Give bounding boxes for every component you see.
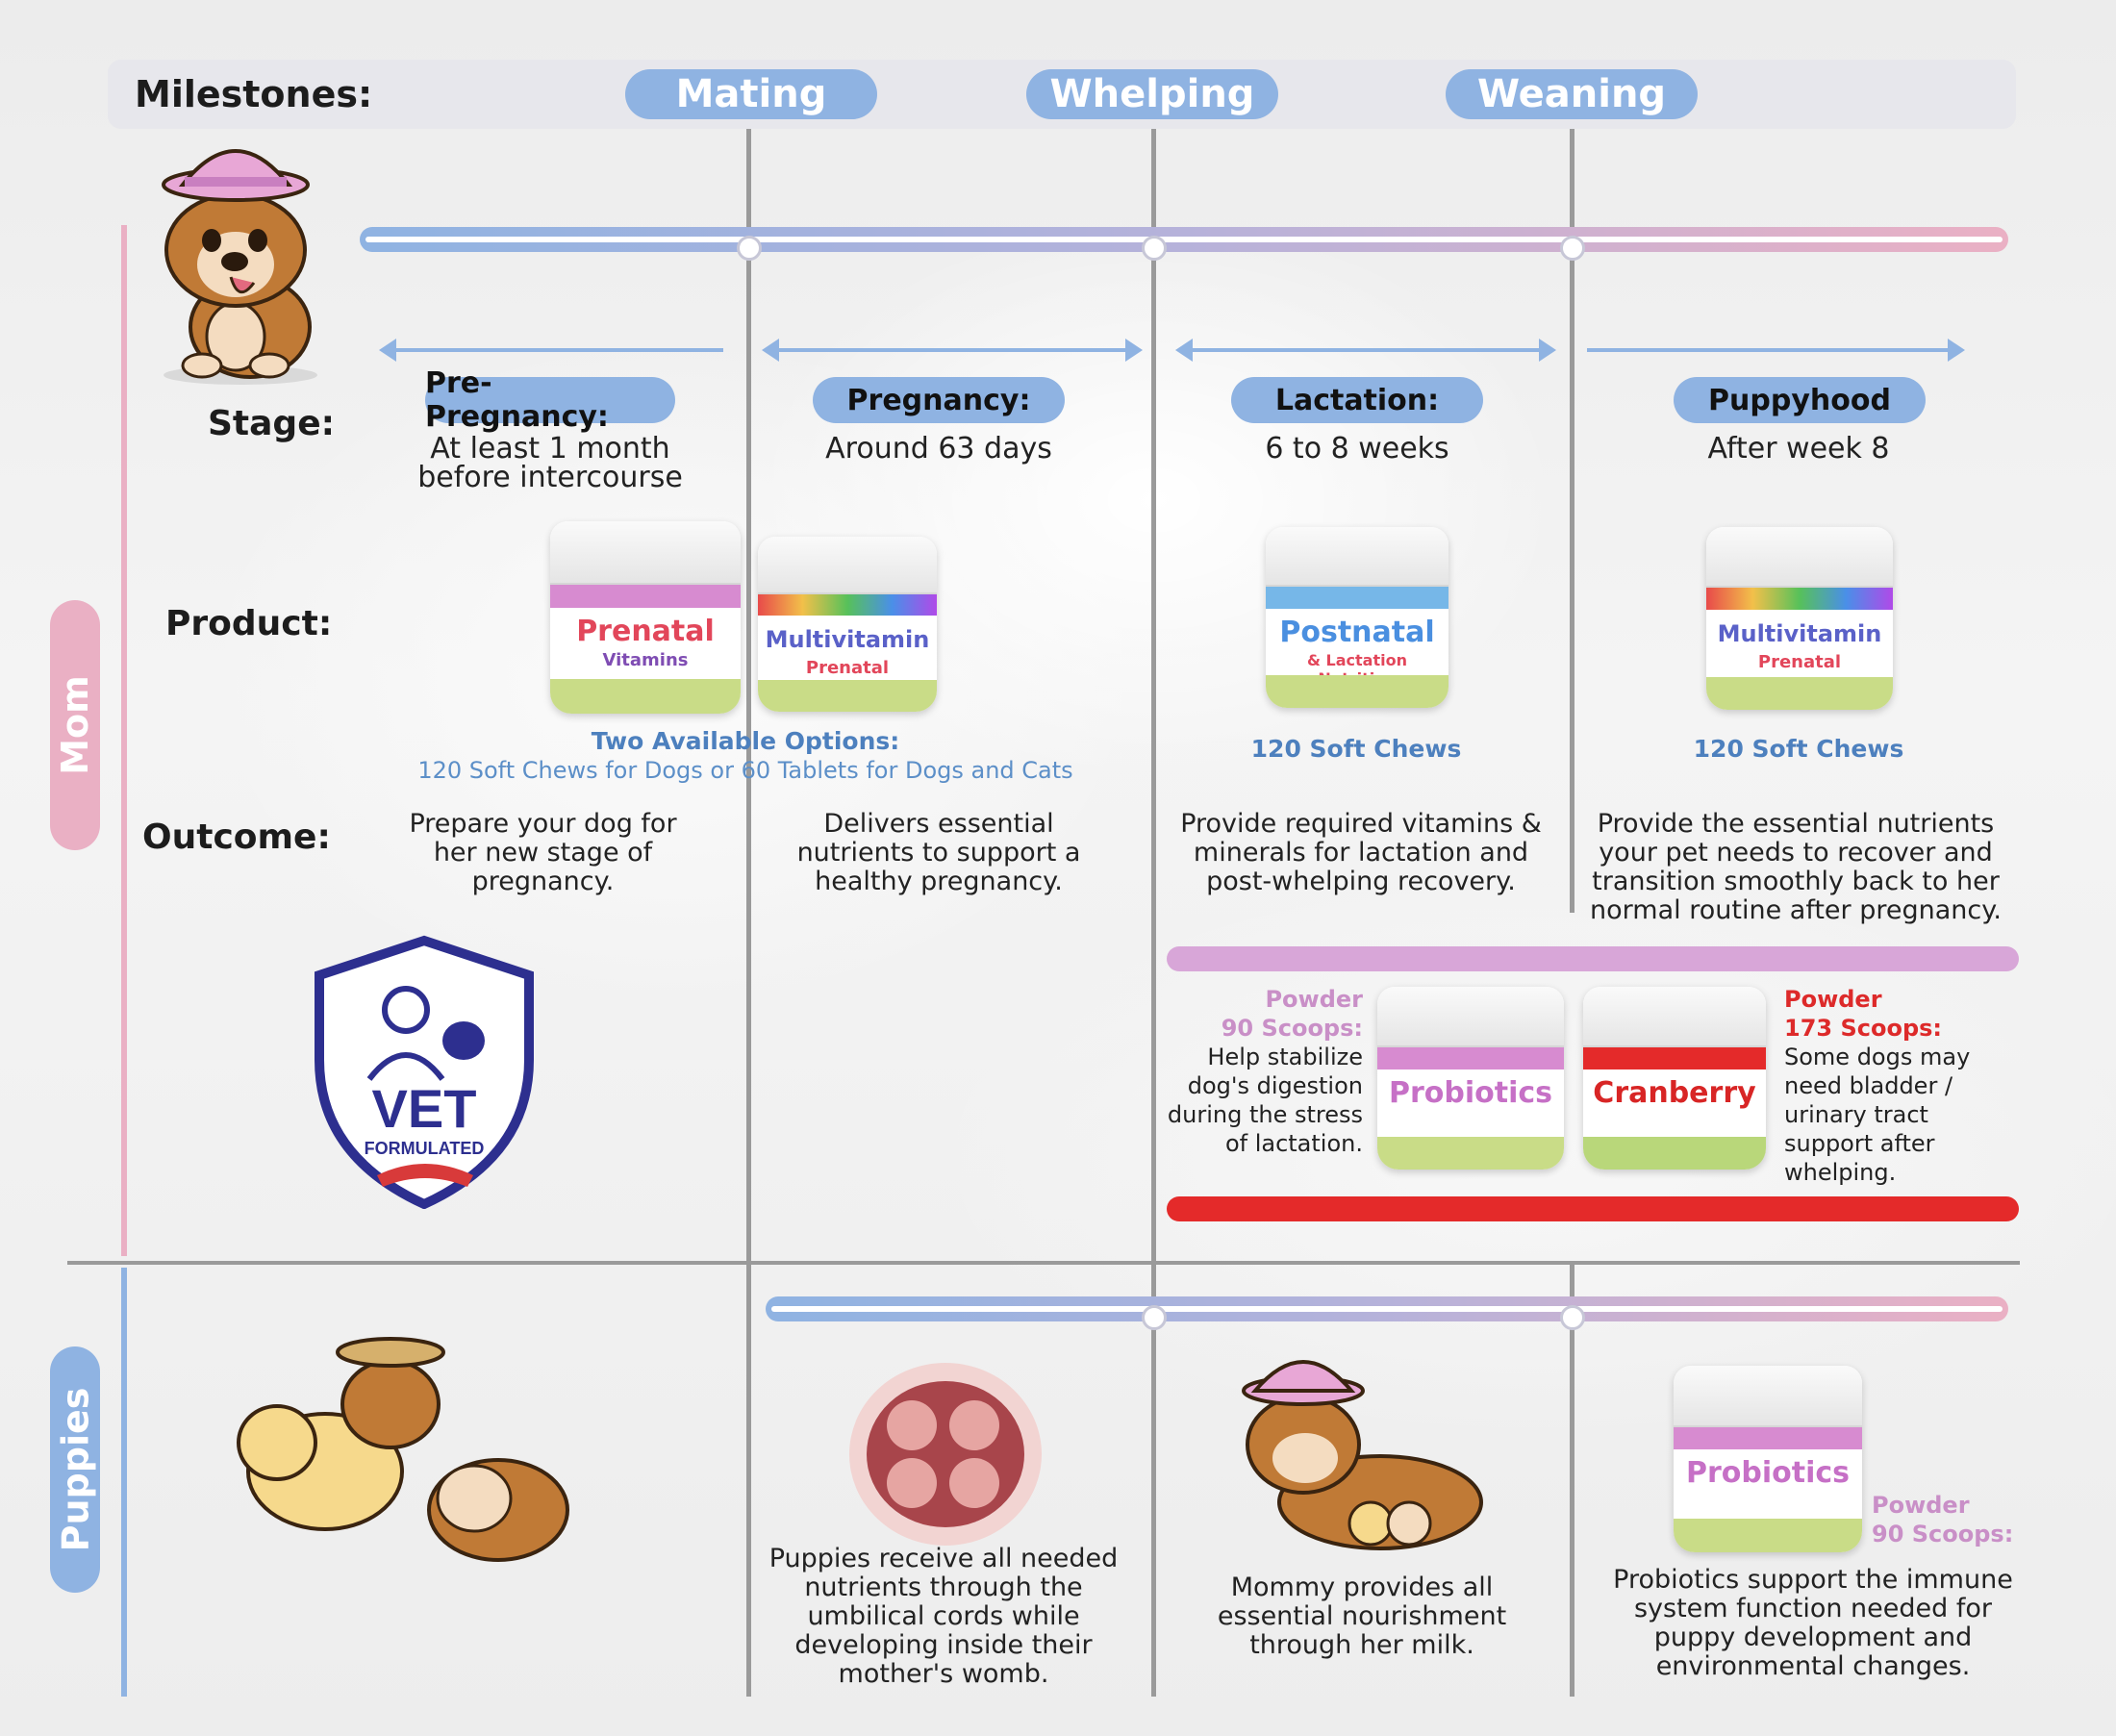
- product-row-label: Product:: [165, 604, 333, 643]
- milestone-whelping: Whelping: [1026, 69, 1278, 119]
- womb-embryos-icon: [849, 1363, 1042, 1546]
- whelping-line: [1151, 129, 1156, 1697]
- stage-lactation: Lactation:: [1231, 377, 1483, 423]
- whelping-dot: [1142, 236, 1167, 261]
- pregnancy-arrow: [762, 339, 1143, 362]
- weaning-line-bottom: [1570, 1265, 1574, 1697]
- svg-text:VET: VET: [372, 1078, 477, 1139]
- puppyhood-arrow: [1587, 339, 1965, 362]
- multivitamin-jar-puppyhood: Multivitamin Prenatal: [1706, 527, 1893, 710]
- mom-dog-mascot-icon: [162, 149, 317, 385]
- puppies-side-line: [121, 1268, 127, 1697]
- puppy-probiotics-powder-info: Powder 90 Scoops:: [1872, 1492, 2014, 1547]
- nursing-mom-dog-icon: [1242, 1360, 1483, 1550]
- milestone-weaning: Weaning: [1446, 69, 1698, 119]
- stage-pre-pregnancy: Pre-Pregnancy:: [425, 366, 675, 434]
- prenatal-jar: Prenatal Vitamins: [550, 521, 741, 714]
- puppies-whelping-dot: [1142, 1305, 1167, 1330]
- outcome-row-label: Outcome:: [142, 818, 331, 857]
- svg-text:FORMULATED: FORMULATED: [365, 1139, 485, 1158]
- puppies-weaning-dot: [1560, 1305, 1585, 1330]
- cranberry-band: [1167, 1196, 2019, 1221]
- options-detail: 120 Soft Chews for Dogs or 60 Tablets fo…: [417, 757, 1073, 784]
- cranberry-jar: Cranberry: [1583, 987, 1766, 1170]
- mom-side-line: [121, 225, 127, 1256]
- mating-line: [746, 129, 751, 1697]
- stage-puppyhood: Puppyhood: [1674, 377, 1926, 423]
- milestones-label: Milestones:: [135, 73, 373, 115]
- section-divider: [67, 1261, 2020, 1265]
- outcome-lactation: Provide required vitamins &minerals for …: [1180, 809, 1542, 896]
- vet-formulated-badge-icon: VET FORMULATED: [315, 935, 534, 1209]
- puppyhood-duration: After week 8: [1707, 432, 1890, 465]
- puppies-timeline-inner: [771, 1306, 2003, 1312]
- stage-row-label: Stage:: [208, 404, 336, 443]
- lactation-duration: 6 to 8 weeks: [1265, 432, 1449, 465]
- probiotics-jar: Probiotics: [1377, 987, 1564, 1170]
- mom-timeline-inner: [365, 237, 2003, 242]
- weaning-line-top: [1570, 129, 1574, 913]
- puppy-probiotics-jar: Probiotics: [1674, 1366, 1862, 1552]
- probiotics-band: [1167, 946, 2019, 971]
- mom-side-label: Mom: [50, 600, 100, 850]
- lactation-arrow: [1175, 339, 1556, 362]
- milestone-mating: Mating: [625, 69, 877, 119]
- playing-puppies-icon: [237, 1337, 569, 1562]
- pregnancy-duration: Around 63 days: [825, 432, 1052, 465]
- puppyhood-chews: 120 Soft Chews: [1693, 735, 1904, 763]
- postnatal-jar: Postnatal & Lactation Nutrition: [1266, 527, 1448, 708]
- pre-pregnancy-arrow: [379, 339, 723, 362]
- stage-pregnancy: Pregnancy:: [813, 377, 1065, 423]
- multivitamin-prenatal-jar: Multivitamin Prenatal: [758, 537, 937, 712]
- options-title: Two Available Options:: [591, 727, 900, 755]
- lactation-chews: 120 Soft Chews: [1250, 735, 1462, 763]
- mating-dot: [737, 236, 762, 261]
- weaning-dot: [1560, 236, 1585, 261]
- puppies-side-label: Puppies: [50, 1346, 100, 1593]
